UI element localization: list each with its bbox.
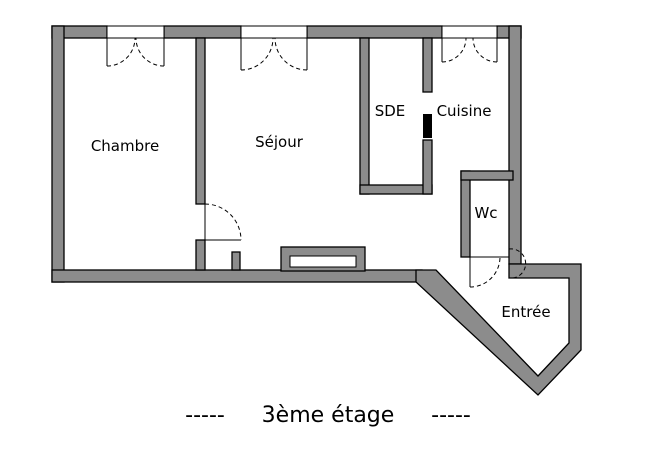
caption-floor-level: 3ème étage [262,403,395,428]
doors [204,203,527,288]
window-chambre [106,25,165,67]
room-label-wc: Wc [474,204,497,222]
window-cuisine [441,25,498,63]
interior-walls [195,37,514,272]
windows [106,25,498,71]
room-label-chambre: Chambre [91,137,159,155]
room-label-sejour: Séjour [255,133,304,151]
caption-dashes-right: ----- [431,403,471,428]
window-sejour [240,25,308,71]
exterior-walls [51,25,582,396]
sde-door-jamb [423,114,432,138]
door-wc [469,256,509,288]
room-label-entree: Entrée [501,303,550,321]
door-entree [508,248,527,279]
door-chambre [204,203,242,241]
room-label-sde: SDE [375,102,406,120]
caption-dashes-left: ----- [185,403,225,428]
room-label-cuisine: Cuisine [437,102,492,120]
floor-caption: ----- 3ème étage ----- [185,403,471,428]
